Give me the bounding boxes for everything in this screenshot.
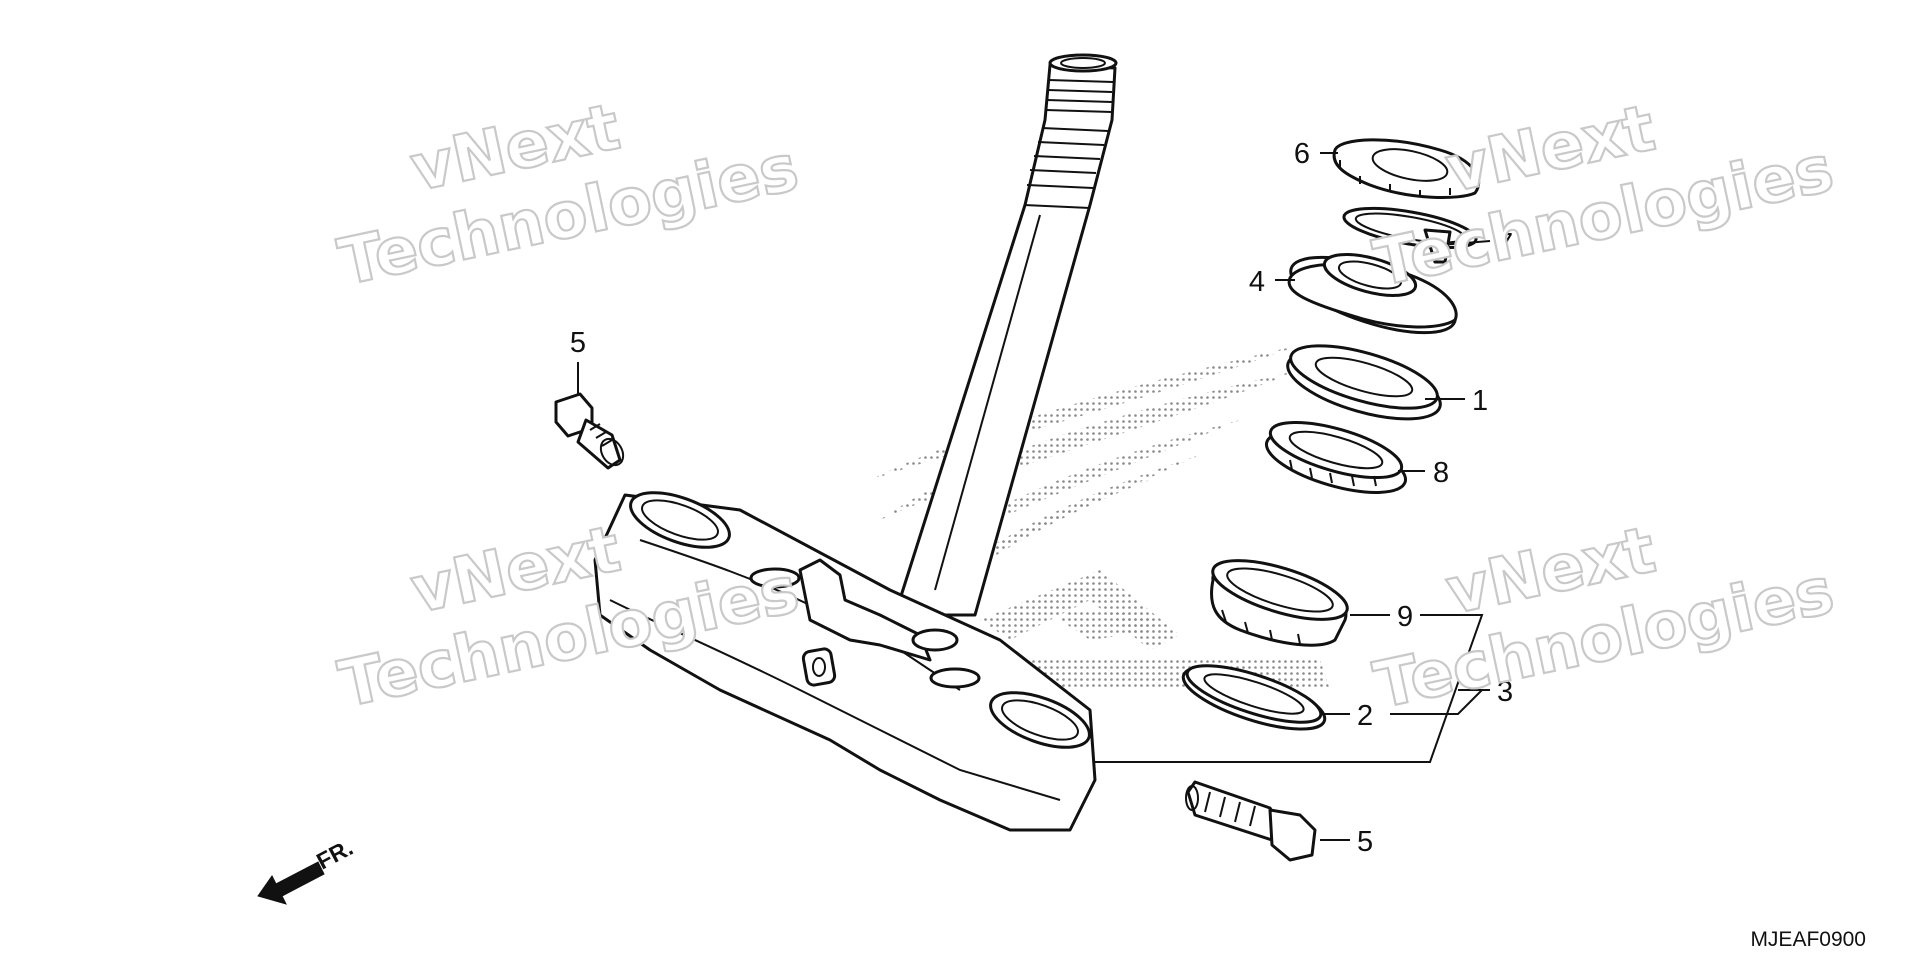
callout-5-left: 5 xyxy=(570,327,586,359)
callout-9: 9 xyxy=(1397,601,1413,633)
callout-1: 1 xyxy=(1472,385,1488,417)
bearing-8 xyxy=(1264,420,1408,494)
front-direction-arrow: FR. xyxy=(257,834,357,905)
leader-lines xyxy=(577,152,1491,841)
bearing-9 xyxy=(1210,559,1349,647)
callout-6: 6 xyxy=(1294,138,1310,170)
diagram-code: MJEAF0900 xyxy=(1750,928,1866,951)
steering-stem-assembly xyxy=(593,53,1118,832)
lock-washer-7 xyxy=(1342,206,1478,264)
dust-seal-2 xyxy=(1181,664,1327,731)
callout-5-right: 5 xyxy=(1357,826,1373,858)
adjusting-nut-4 xyxy=(1287,253,1458,335)
lock-nut-6 xyxy=(1332,138,1481,199)
bolt-5-right xyxy=(1185,780,1317,862)
callout-3: 3 xyxy=(1497,676,1513,708)
watermark-top-left: vNext Technologies xyxy=(332,89,806,301)
callout-8: 8 xyxy=(1433,457,1449,489)
watermark-bottom-right: vNext Technologies xyxy=(1367,512,1841,724)
dust-seal-1 xyxy=(1286,344,1442,421)
callout-2: 2 xyxy=(1357,700,1373,732)
callout-7: 7 xyxy=(1497,228,1513,260)
bolt-5-left xyxy=(554,392,625,470)
callout-4: 4 xyxy=(1249,266,1265,298)
